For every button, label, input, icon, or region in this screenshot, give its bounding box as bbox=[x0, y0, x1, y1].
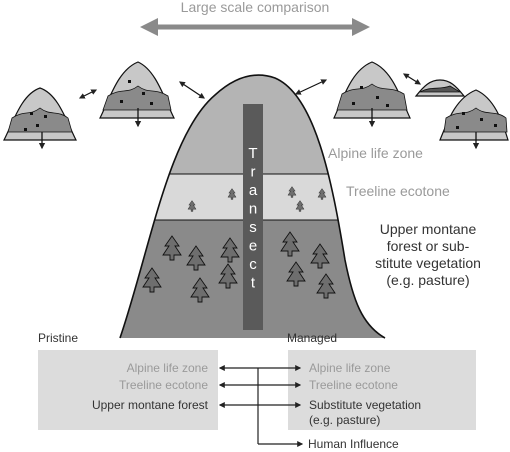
transect-letter: t bbox=[251, 275, 256, 292]
small-mountain-left-2 bbox=[99, 61, 175, 128]
pristine-row: Alpine life zone bbox=[127, 361, 209, 375]
comparison-arrows bbox=[218, 365, 304, 447]
transect-letter: n bbox=[249, 201, 257, 218]
main-mountain-outline bbox=[119, 74, 386, 339]
forest-zone-label-line: Upper montane bbox=[380, 221, 477, 237]
forest-zone-label-line: forest or sub- bbox=[387, 238, 470, 254]
managed-row: (e.g. pasture) bbox=[309, 413, 380, 427]
alpine-zone-label: Alpine life zone bbox=[328, 145, 423, 161]
transect-letter: e bbox=[249, 238, 257, 255]
forest-zone-label-line: stitute vegetation bbox=[375, 255, 481, 271]
managed-row: Alpine life zone bbox=[309, 361, 391, 375]
transect-letter: T bbox=[248, 145, 257, 162]
small-mountain-right-3 bbox=[439, 89, 509, 150]
managed-label: Managed bbox=[287, 331, 337, 345]
small-arrow-4 bbox=[402, 73, 422, 85]
small-arrow-3 bbox=[294, 79, 328, 95]
transect-letter: c bbox=[249, 256, 257, 273]
treeline-zone-label: Treeline ecotone bbox=[346, 183, 450, 199]
pristine-row: Upper montane forest bbox=[92, 398, 209, 412]
transect-letter: a bbox=[249, 182, 258, 199]
small-mountain-left-1 bbox=[3, 87, 77, 150]
managed-row: Treeline ecotone bbox=[309, 378, 398, 392]
small-mountain-right-2 bbox=[414, 79, 466, 97]
pristine-box bbox=[38, 350, 218, 430]
forest-zone-label-line: (e.g. pasture) bbox=[386, 272, 469, 288]
small-arrow-2 bbox=[179, 81, 205, 99]
human-influence-label: Human Influence bbox=[308, 437, 399, 451]
large-scale-arrow bbox=[140, 18, 370, 36]
pristine-row: Treeline ecotone bbox=[119, 378, 208, 392]
large-scale-comparison-title: Large scale comparison bbox=[181, 0, 330, 15]
small-arrow-1 bbox=[78, 89, 98, 99]
transect-letter: r bbox=[251, 164, 256, 181]
transect-letter: s bbox=[249, 219, 257, 236]
managed-box bbox=[288, 350, 476, 430]
small-mountain-right-1 bbox=[333, 61, 411, 128]
pristine-label: Pristine bbox=[38, 331, 78, 345]
managed-row: Substitute vegetation bbox=[309, 398, 421, 412]
